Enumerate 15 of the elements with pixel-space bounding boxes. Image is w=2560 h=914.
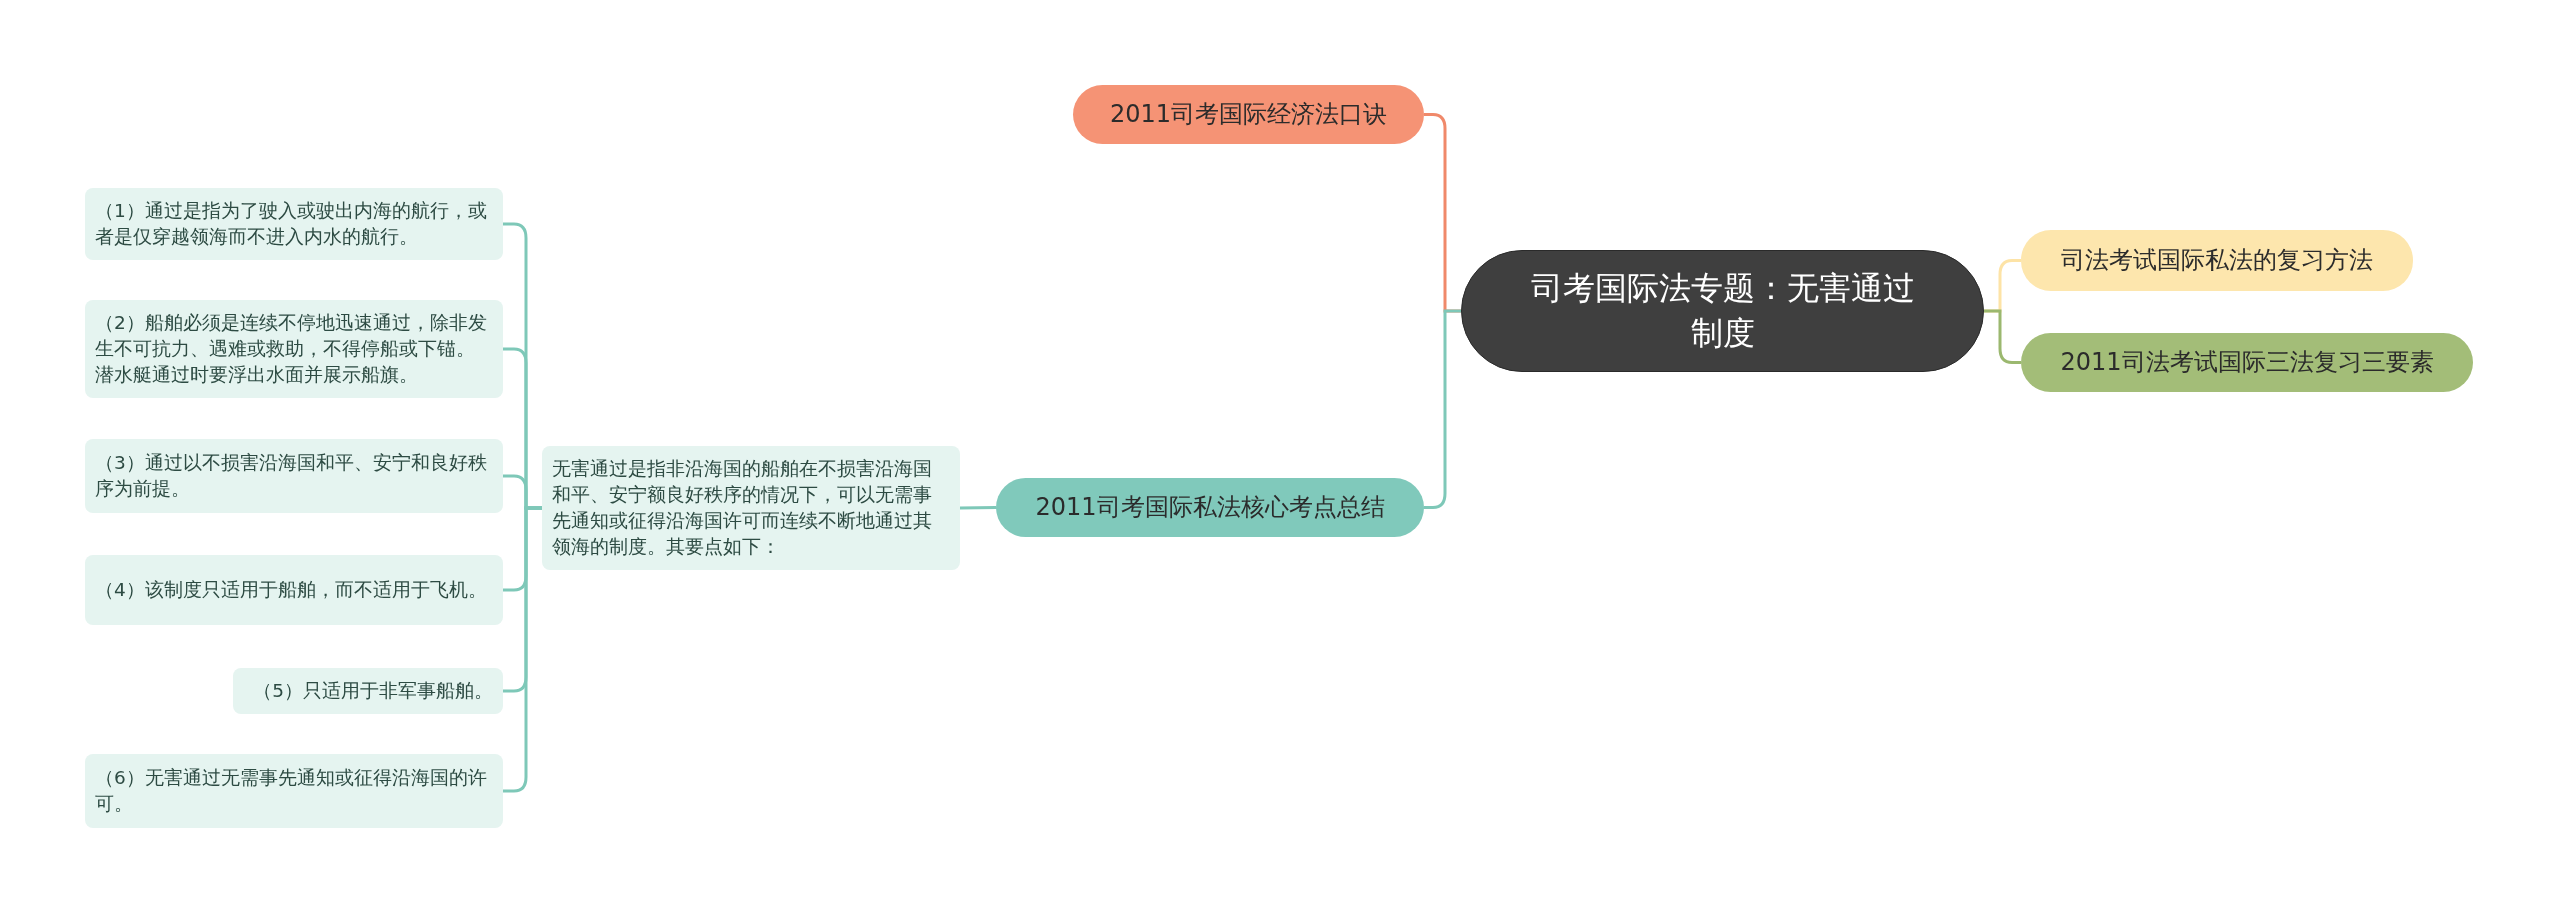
topic-pill: 司法考试国际私法的复习方法 [2021,230,2413,291]
note-box: （2）船舶必须是连续不停地迅速通过，除非发生不可抗力、遇难或救助，不得停船或下锚。潜水艇通过时要浮出水面并展示船旗。 [85,300,503,398]
connector-line [959,506,997,510]
connector-line [1424,309,1461,509]
note-box: （6）无害通过无需事先通知或征得沿海国的许可。 [85,754,503,828]
note-box: （1）通过是指为了驶入或驶出内海的航行，或者是仅穿越领海而不进入内水的航行。 [85,188,503,260]
note-box: （4）该制度只适用于船舶，而不适用于飞机。 [85,555,503,625]
note-box: （3）通过以不损害沿海国和平、安宁和良好秩序为前提。 [85,439,503,513]
root-topic: 司考国际法专题：无害通过制度 [1461,250,1984,372]
note-box: （5）只适用于非军事船舶。 [233,668,503,714]
note-box: 无害通过是指非沿海国的船舶在不损害沿海国和平、安宁额良好秩序的情况下，可以无需事先通知或征得沿海国许可而连续不断地通过其领海的制度。其要点如下： [542,446,960,570]
topic-pill: 2011司考国际私法核心考点总结 [996,478,1424,537]
topic-pill: 2011司法考试国际三法复习三要素 [2021,333,2473,392]
connector-line [1984,309,2021,364]
topic-pill: 2011司考国际经济法口诀 [1073,85,1424,144]
